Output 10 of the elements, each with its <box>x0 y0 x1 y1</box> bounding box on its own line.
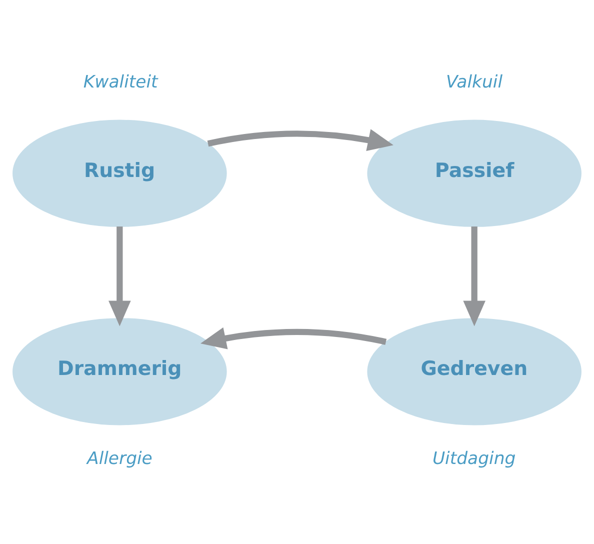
node-label: Valkuil <box>446 72 503 92</box>
arrow <box>108 226 131 326</box>
arrow <box>200 326 387 349</box>
arrow <box>463 226 486 326</box>
node-ellipse: Rustig <box>12 119 227 226</box>
node-label: Allergie <box>87 448 152 469</box>
node-ellipse: Gedreven <box>367 318 582 425</box>
arrow <box>207 128 394 150</box>
node-label: Kwaliteit <box>83 72 158 92</box>
node-label: Uitdaging <box>432 448 516 469</box>
